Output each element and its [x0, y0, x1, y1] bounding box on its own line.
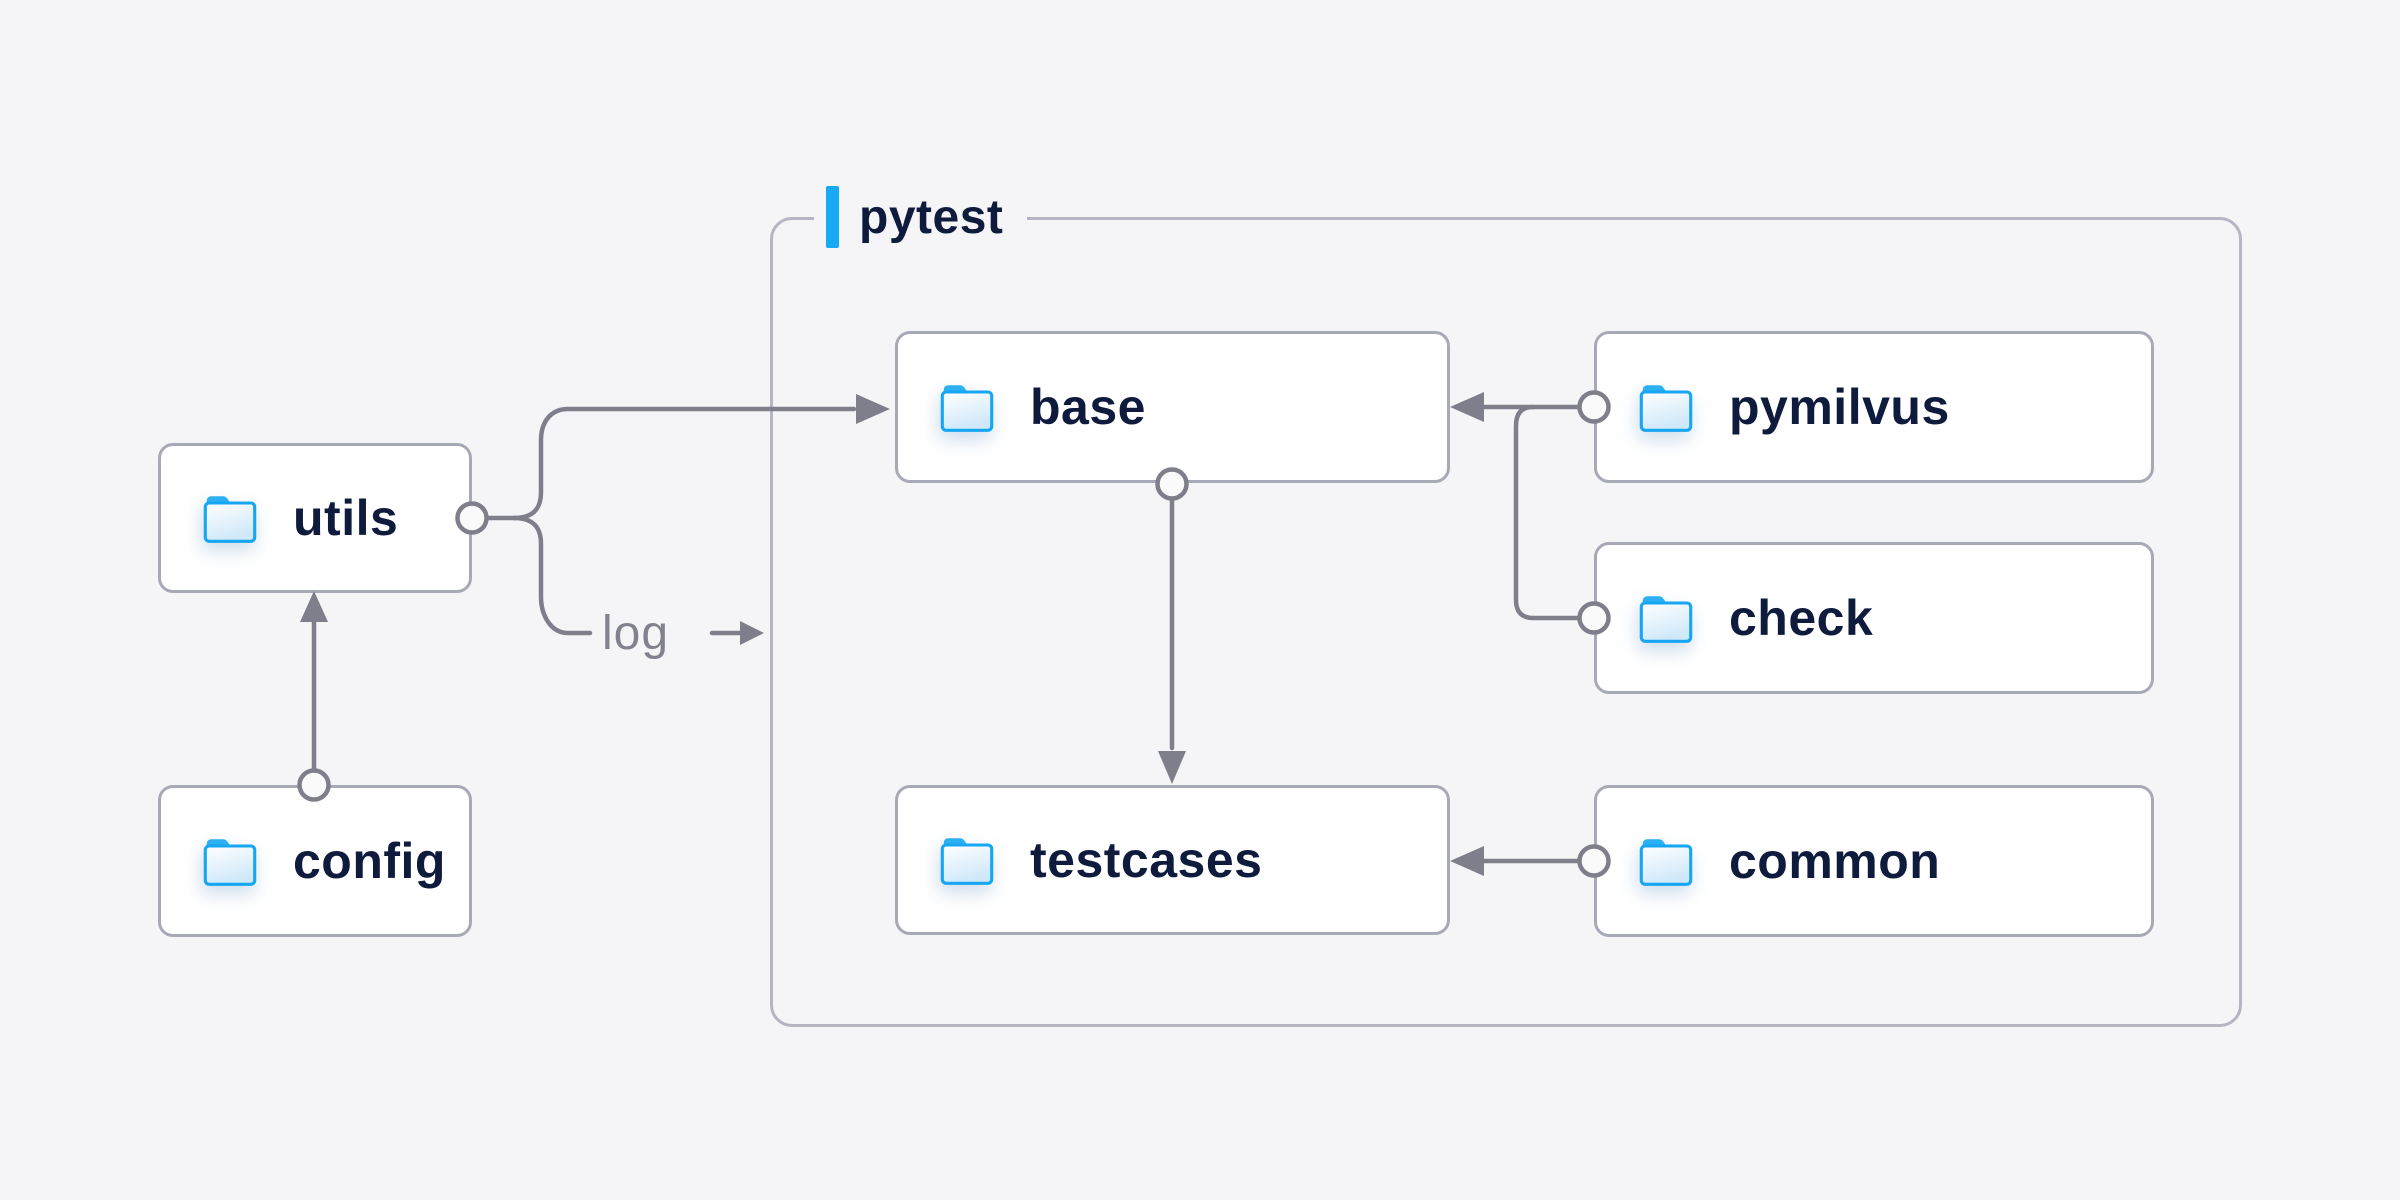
node-testcases: testcases [895, 785, 1450, 935]
folder-icon [1639, 595, 1693, 643]
node-utils: utils [158, 443, 472, 593]
edge-label-log: log [602, 607, 670, 660]
node-check: check [1594, 542, 2154, 694]
arrowhead-right-small [740, 621, 764, 645]
arrowhead-up [300, 591, 328, 622]
folder-icon [203, 838, 257, 886]
node-label: base [1030, 379, 1146, 435]
node-base: base [895, 331, 1450, 483]
edge-config-to-utils [297, 591, 331, 802]
group-frame-pytest [770, 217, 2242, 1027]
group-label-pytest: pytest [814, 181, 1028, 253]
node-label: utils [293, 490, 399, 546]
node-pymilvus: pymilvus [1594, 331, 2154, 483]
group-title: pytest [859, 190, 1004, 244]
folder-icon [1639, 838, 1693, 886]
node-config: config [158, 785, 472, 937]
folder-icon [940, 837, 994, 885]
node-label: testcases [1030, 832, 1263, 888]
node-label: common [1729, 833, 1941, 889]
folder-icon [940, 384, 994, 432]
folder-icon [203, 495, 257, 543]
node-label: pymilvus [1729, 379, 1950, 435]
node-label: config [293, 833, 446, 889]
folder-icon [1639, 384, 1693, 432]
node-label: check [1729, 590, 1874, 646]
accent-bar [826, 186, 839, 248]
node-common: common [1594, 785, 2154, 937]
